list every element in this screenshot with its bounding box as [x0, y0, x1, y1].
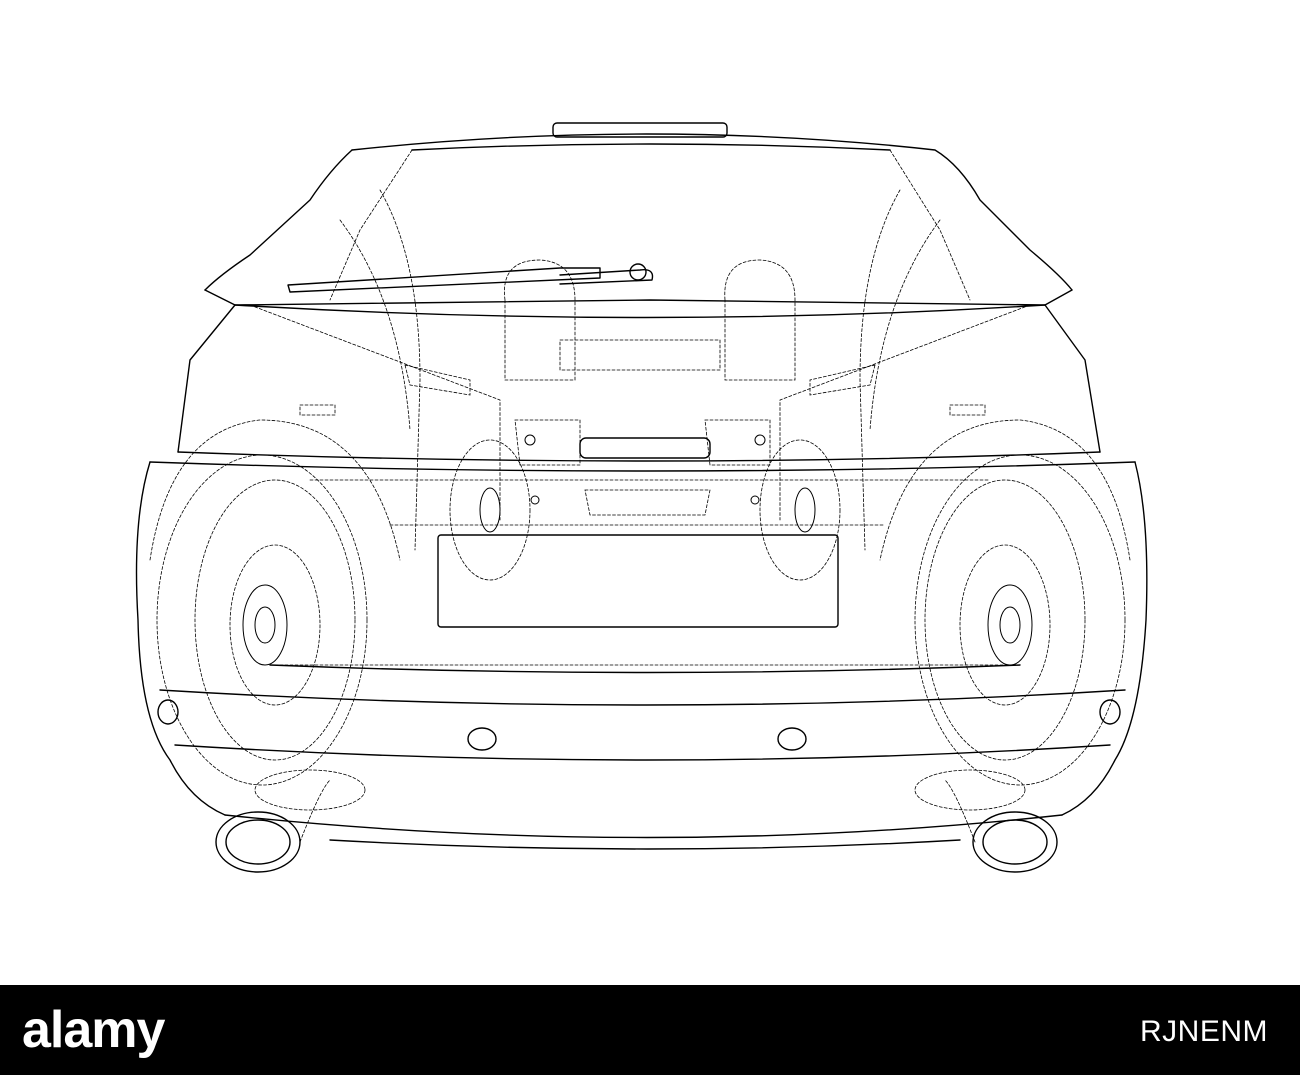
body-lower-right [1061, 461, 1148, 816]
parking-sensor-right [777, 727, 807, 751]
arch-left [149, 419, 401, 561]
brake-disc-left [242, 584, 288, 666]
belt-line-2 [149, 461, 1136, 472]
center-light [579, 437, 711, 459]
wheel-right-mid [924, 479, 1086, 761]
rear-window-top [411, 143, 891, 151]
brake-hub-right [999, 606, 1021, 644]
car-rear-wireframe [135, 122, 1148, 873]
arch-right [879, 419, 1131, 561]
spoiler-underside [234, 304, 1046, 319]
wheel-right-outer [914, 454, 1126, 786]
muffler-left [254, 769, 366, 811]
seat-left [504, 259, 576, 381]
wheel-left-inner [229, 544, 321, 706]
exhaust-right-inner [982, 819, 1048, 865]
dashboard [559, 339, 721, 371]
mirror-right [809, 364, 876, 396]
wiper-pivot [629, 263, 647, 281]
exhaust-pipe-right [944, 779, 976, 843]
rear-window-left [329, 149, 413, 301]
frame-line-2 [779, 304, 1031, 521]
body-right-upper [1044, 304, 1101, 453]
exhaust-pipe-left [299, 779, 331, 843]
wheel-left-rear [449, 439, 531, 581]
car-wireframe-drawing [135, 122, 1148, 873]
brake-disc-left-rear [479, 487, 501, 533]
frame-line-1 [249, 304, 501, 521]
belt-line [177, 451, 1101, 462]
rear-window-right [889, 149, 971, 301]
watermark-footer: alamy RJNENM [0, 985, 1300, 1075]
interior-line-2 [859, 189, 901, 551]
wheel-left-mid [194, 479, 356, 761]
bolt-1 [524, 434, 536, 446]
wheel-right-rear [759, 439, 841, 581]
exhaust-left-outer [215, 811, 301, 873]
body-lower-left [135, 461, 226, 816]
interior-line-3 [339, 219, 411, 431]
brake-disc-right-rear [794, 487, 816, 533]
wheel-left-outer [156, 454, 368, 786]
body-left-upper [177, 304, 236, 453]
bolt-4 [750, 495, 760, 505]
lower-grille [584, 489, 711, 516]
rear-wiper-blade [287, 267, 601, 293]
tail-light-left [514, 419, 581, 466]
exhaust-right-outer [972, 811, 1058, 873]
brake-discs [242, 434, 1033, 666]
bumper-bottom [224, 814, 1063, 839]
interior-line-1 [379, 189, 421, 551]
image-id-label: RJNENM [1140, 1015, 1268, 1048]
exhaust-left-inner [225, 819, 291, 865]
tailgate-lower [269, 664, 1021, 674]
reflector-right [1099, 699, 1121, 725]
parking-sensor-left [467, 727, 497, 751]
door-handle-right [949, 404, 986, 416]
bolt-2 [754, 434, 766, 446]
reflector-left [157, 699, 179, 725]
wheel-right-inner [959, 544, 1051, 706]
brake-disc-right [987, 584, 1033, 666]
door-handle-left [299, 404, 336, 416]
brake-hub-left [254, 606, 276, 644]
license-plate [437, 534, 839, 628]
bolt-3 [530, 495, 540, 505]
bumper-mid [174, 744, 1111, 761]
interior-line-4 [869, 219, 941, 431]
roof-outline-left [204, 149, 353, 291]
muffler-right [914, 769, 1026, 811]
bumper-lower-edge [329, 839, 961, 850]
bumper-top [159, 689, 1126, 706]
rear-wiper-arm [559, 269, 654, 285]
seat-right [724, 259, 796, 381]
roof-outline [351, 133, 1073, 291]
tail-light-right [704, 419, 771, 466]
third-brake-light [552, 122, 728, 138]
spoiler-line [204, 289, 1073, 306]
alamy-logo: alamy [22, 1001, 165, 1059]
mirror-left [404, 364, 471, 396]
